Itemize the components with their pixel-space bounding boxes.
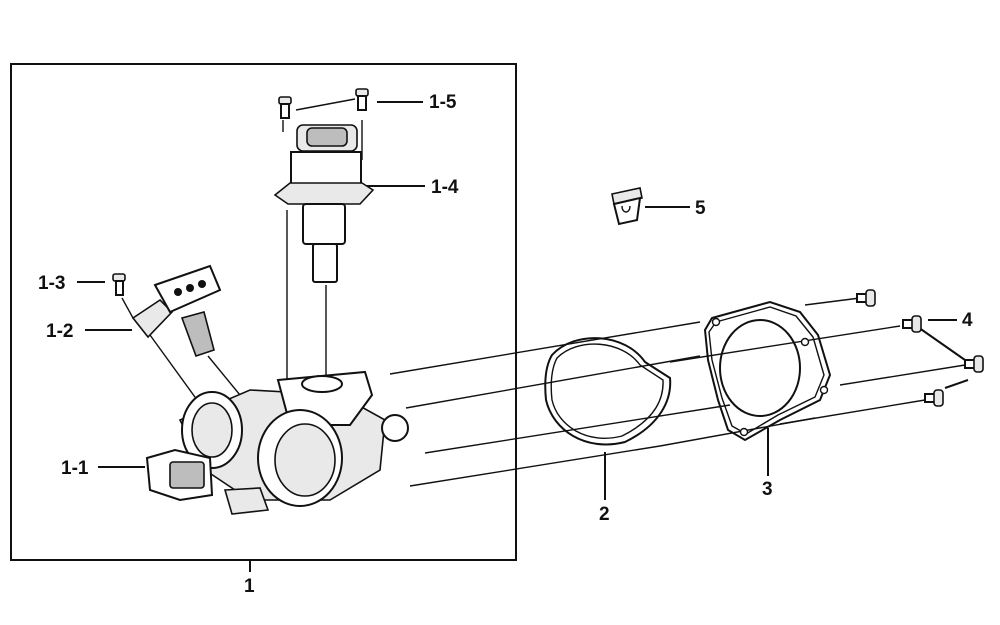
throttle-body xyxy=(145,370,409,515)
callout-4: 4 xyxy=(962,310,973,331)
gasket-2 xyxy=(544,337,672,446)
callout-3: 3 xyxy=(762,479,773,500)
screw-1-5-right xyxy=(355,88,369,111)
callout-1-3: 1-3 xyxy=(38,273,65,294)
bolt-4-b xyxy=(902,315,922,333)
bolt-4-d xyxy=(924,389,944,407)
leader-lines xyxy=(77,101,969,572)
screw-1-3 xyxy=(112,273,126,296)
callout-1: 1 xyxy=(244,576,255,597)
flange-gasket-3 xyxy=(703,300,832,442)
alignment-lines xyxy=(121,98,966,487)
assembly-frame xyxy=(10,63,517,561)
callout-1-5: 1-5 xyxy=(429,92,457,113)
screw-1-5-left xyxy=(278,96,292,119)
gasket-2-inner xyxy=(550,343,664,439)
idle-air-control-valve xyxy=(273,124,375,283)
callout-5: 5 xyxy=(695,198,706,219)
bolt-4-c xyxy=(964,355,984,373)
callout-1-1: 1-1 xyxy=(61,458,89,479)
callout-1-4: 1-4 xyxy=(431,177,459,198)
map-sensor xyxy=(131,264,222,358)
callout-1-2: 1-2 xyxy=(46,321,73,342)
bolt-4-a xyxy=(856,289,876,307)
plug-5 xyxy=(611,187,643,226)
callout-2: 2 xyxy=(599,504,610,525)
